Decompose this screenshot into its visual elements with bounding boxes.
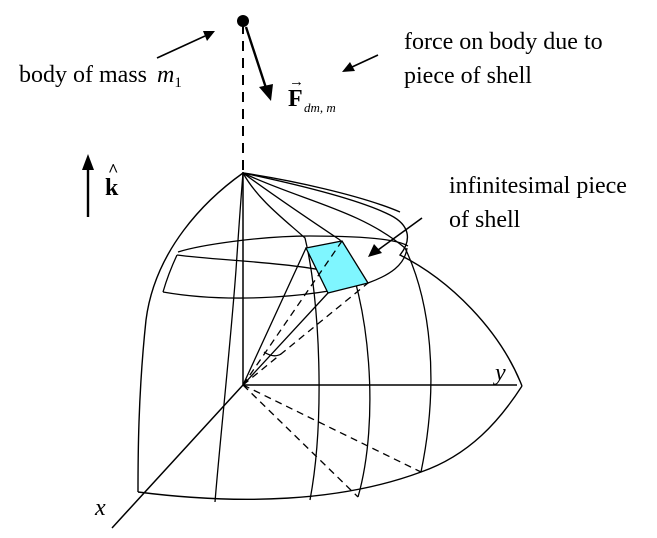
force-arrow bbox=[244, 26, 273, 101]
body-point-mass bbox=[237, 15, 249, 27]
piece-pointer-arrow bbox=[368, 217, 423, 257]
shell-octant bbox=[137, 172, 523, 500]
latitude-lines bbox=[162, 235, 409, 299]
piece-label-line1: infinitesimal piece bbox=[449, 173, 627, 199]
x-axis-label: x bbox=[94, 495, 106, 521]
body-of-mass-label: body of mass m1 bbox=[19, 62, 182, 91]
force-pointer-arrow bbox=[342, 54, 379, 72]
shell-piece bbox=[305, 240, 370, 294]
force-vector-symbol: F bbox=[288, 86, 303, 112]
k-hat-arrow bbox=[82, 154, 94, 217]
force-vector-subscript: dm, m bbox=[304, 100, 336, 115]
k-hat-accent: ^ bbox=[108, 160, 118, 180]
y-axis-label: y bbox=[493, 360, 506, 386]
projection-lines bbox=[242, 384, 422, 498]
force-vector-accent: → bbox=[289, 74, 304, 90]
cone-lines bbox=[242, 240, 369, 386]
body-pointer-arrow bbox=[156, 31, 215, 59]
force-label-line2: piece of shell bbox=[404, 63, 532, 89]
force-label-line1: force on body due to bbox=[404, 29, 603, 55]
axes bbox=[111, 172, 517, 529]
piece-label-line2: of shell bbox=[449, 207, 521, 233]
k-hat-symbol: k bbox=[105, 175, 119, 201]
body-mass-symbol: m bbox=[157, 62, 174, 88]
body-mass-subscript: 1 bbox=[174, 75, 182, 91]
meridian-lines bbox=[214, 172, 432, 503]
